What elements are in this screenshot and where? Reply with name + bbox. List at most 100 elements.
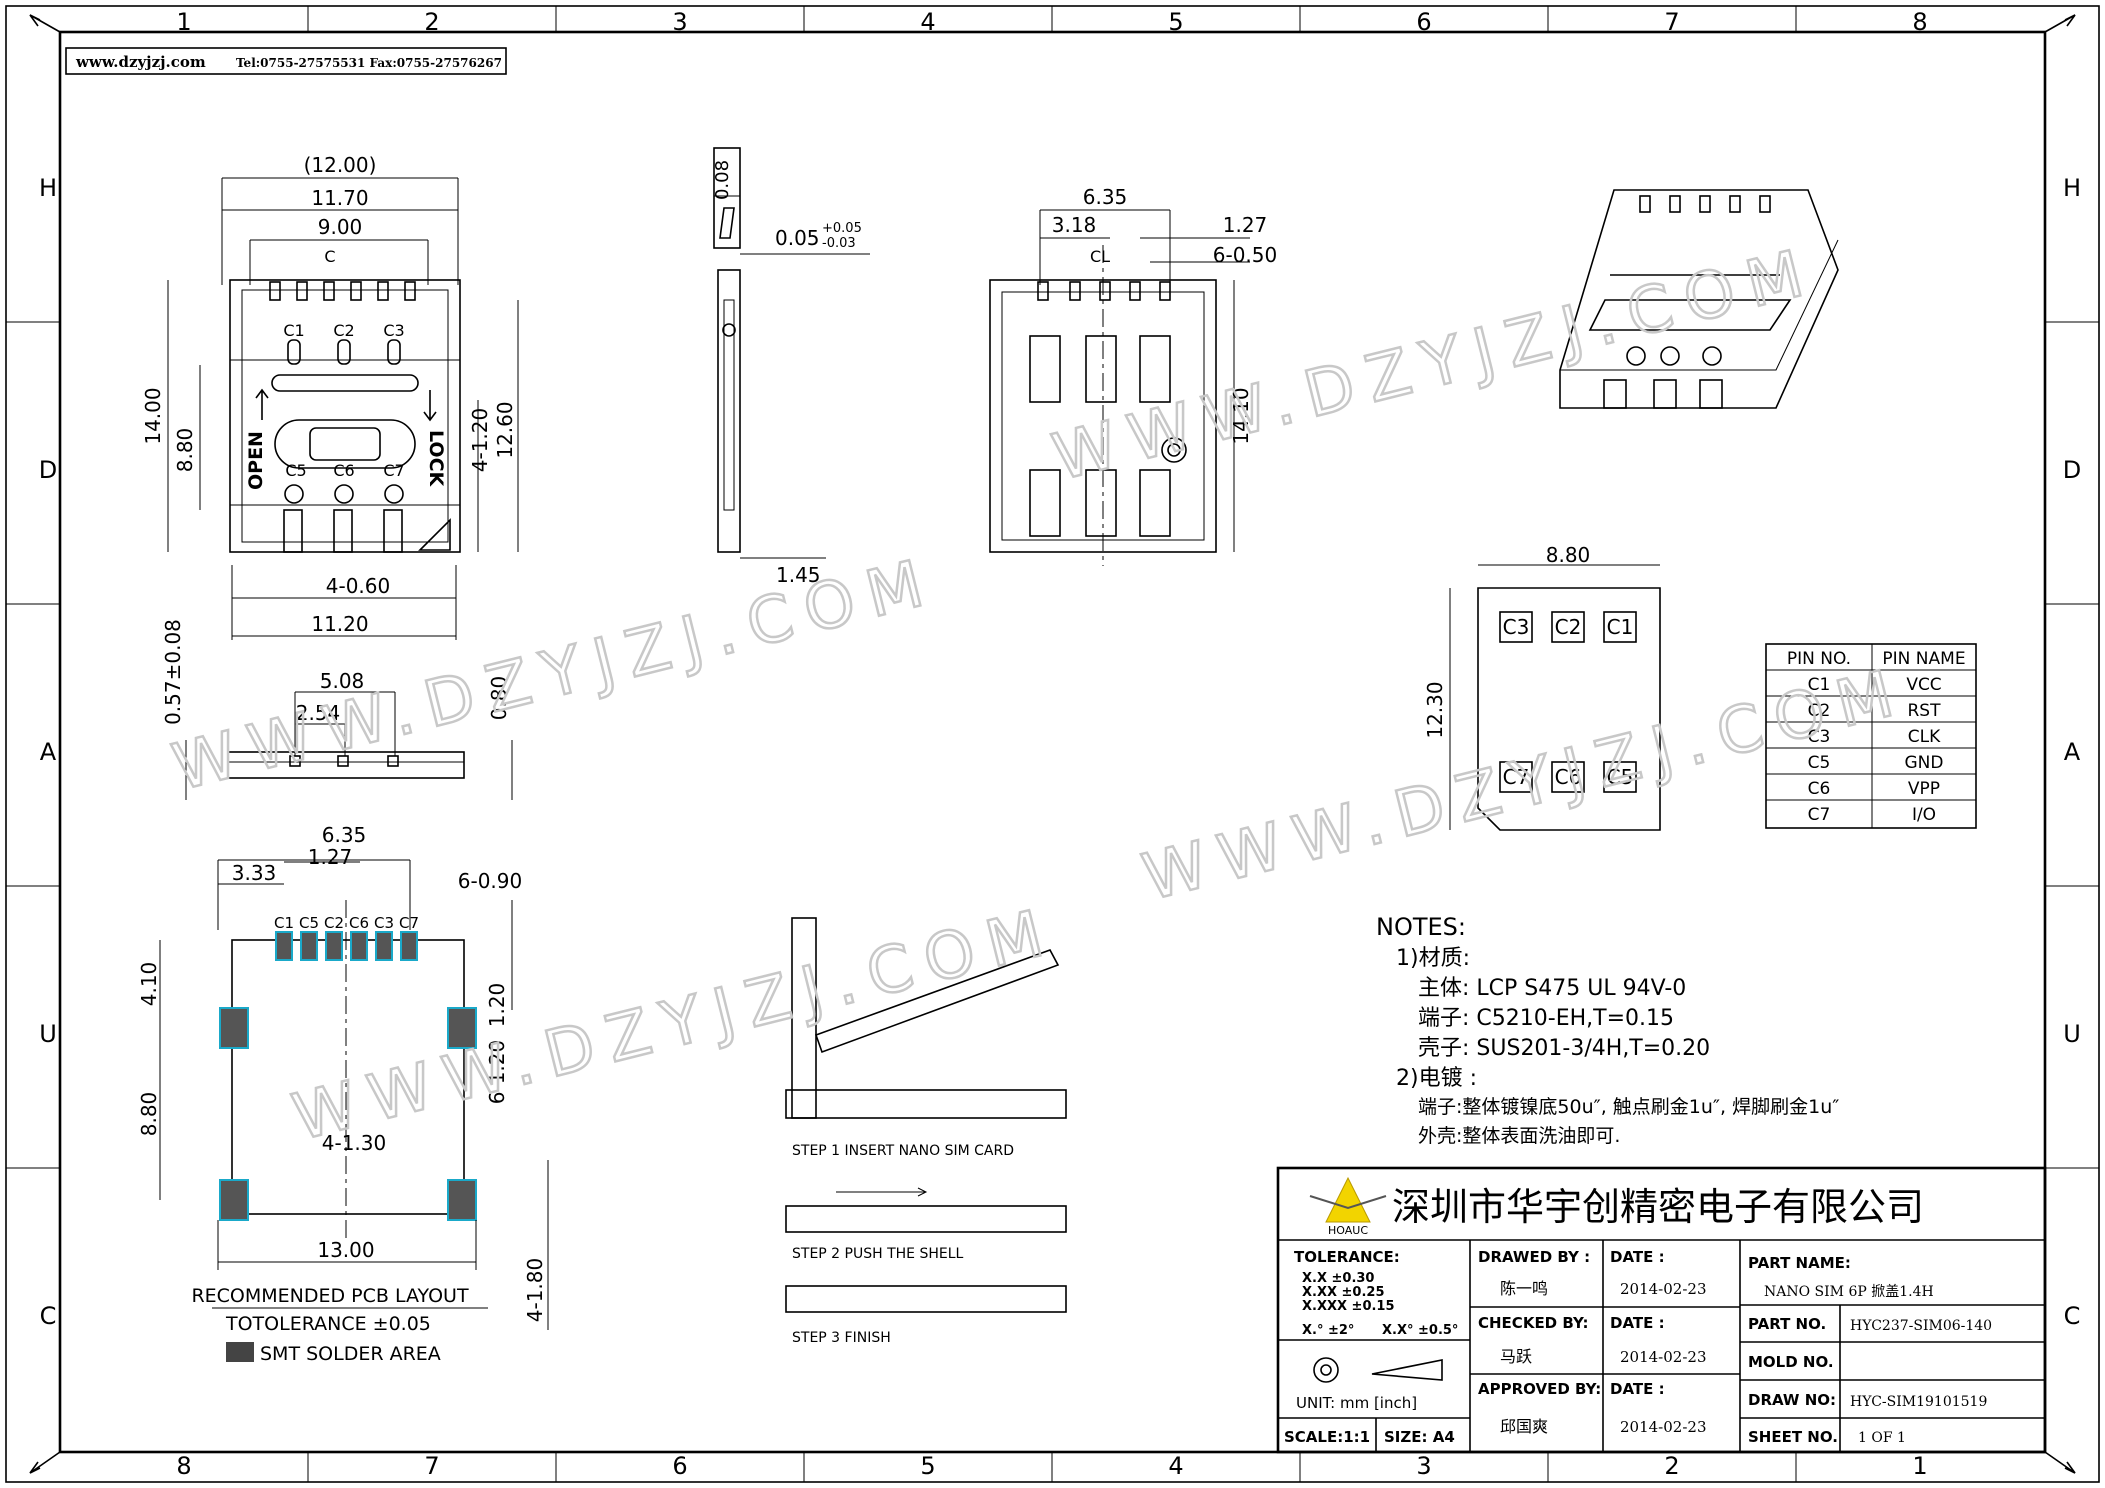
pad-label: C5	[299, 914, 319, 932]
dim-label: 6-0.50	[1213, 243, 1277, 267]
step-label: STEP 3 FINISH	[792, 1330, 891, 1346]
sim-pad: C7	[1503, 765, 1530, 789]
logo-icon	[1325, 1176, 1371, 1223]
col-label: 1	[176, 8, 191, 36]
col-label: 8	[1912, 8, 1927, 36]
bottom-view: 6.35 3.18 1.27 CL 6-0.50 14.10	[989, 185, 1277, 566]
col-label: 4	[920, 8, 935, 36]
zone-ticks	[6, 6, 2099, 1482]
pin-cell: C5	[1808, 753, 1831, 773]
row-label: D	[39, 456, 57, 484]
sim-pad: C1	[1607, 615, 1634, 639]
pin-header: PIN NO.	[1787, 649, 1851, 669]
pcb-title: RECOMMENDED PCB LAYOUT	[191, 1285, 469, 1307]
dim-label: 3.33	[232, 861, 277, 885]
dim-label: 4-0.60	[326, 574, 390, 598]
dim-label: 13.00	[317, 1238, 374, 1262]
draw-no-label: DRAW NO:	[1748, 1391, 1836, 1409]
dim-label: 1.27	[308, 845, 353, 869]
row-label: U	[2063, 1020, 2081, 1048]
front-view: 0.57±0.08 5.08 2.54 0.80	[161, 619, 513, 800]
dim-label: 0.57±0.08	[161, 619, 185, 725]
dim-label: 0.05	[775, 226, 820, 250]
pin-cell: C3	[1808, 727, 1831, 747]
date-label: DATE :	[1610, 1380, 1665, 1398]
corner-arrow-icon	[29, 14, 61, 33]
sim-pad: C6	[1555, 765, 1582, 789]
col-label: 7	[424, 1452, 439, 1480]
row-label: C	[2064, 1302, 2081, 1330]
note-line: 端子: C5210-EH,T=0.15	[1418, 1006, 1674, 1031]
header-box	[65, 47, 507, 75]
pin-cell: I/O	[1912, 805, 1936, 825]
row-label: H	[2063, 174, 2081, 202]
col-label: 8	[176, 1452, 191, 1480]
date-label: DATE :	[1610, 1248, 1665, 1266]
corner-arrow-icon	[2044, 1451, 2076, 1474]
pin-header: PIN NAME	[1882, 649, 1965, 669]
side-view: 0.08 0.05 +0.05 -0.03 1.45	[712, 147, 870, 587]
checked-by-label: CHECKED BY:	[1478, 1314, 1589, 1332]
approved-by: 邱国爽	[1500, 1417, 1548, 1436]
dim-label: 6-1.20	[485, 1040, 509, 1104]
pin-cell: GND	[1905, 753, 1944, 773]
dim-label: 5.08	[320, 669, 365, 693]
draw-no: HYC-SIM19101519	[1850, 1394, 1987, 1410]
angle-tolerance: X.° ±2°	[1302, 1323, 1354, 1338]
pin-table: PIN NO. PIN NAME C1 VCC C2 RST C3 CLK C5…	[1765, 643, 1977, 829]
projection-icon	[1313, 1357, 1339, 1383]
dim-label: 4-1.30	[322, 1131, 386, 1155]
pad-label: C1	[274, 914, 294, 932]
tolerance-value: X.XX ±0.25	[1302, 1285, 1385, 1300]
drawn-by: 陈一鸣	[1500, 1279, 1548, 1298]
note-line: 端子:整体镀镍底50u″, 触点刷金1u″, 焊脚刷金1u″	[1418, 1096, 1839, 1118]
size-label: SIZE: A4	[1384, 1428, 1455, 1446]
corner-arrow-icon	[29, 1451, 61, 1474]
row-label: D	[2063, 456, 2081, 484]
sim-pad: C2	[1555, 615, 1582, 639]
dim-label: 4.10	[137, 962, 161, 1007]
pin-cell: CLK	[1908, 727, 1941, 747]
dim-label: 8.80	[173, 428, 197, 473]
pin-cell: VCC	[1906, 675, 1941, 695]
unit-label: UNIT: mm [inch]	[1296, 1394, 1417, 1412]
dim-label: 14.10	[1229, 387, 1253, 444]
note-line: 外壳:整体表面洗油即可.	[1418, 1125, 1620, 1147]
sheet-no-label: SHEET NO.	[1748, 1428, 1838, 1446]
pad-label: C7	[399, 914, 419, 932]
dim-label: 6.35	[322, 823, 367, 847]
contact-label: Tel:0755-27575531 Fax:0755-27576267	[236, 56, 502, 70]
row-label: A	[40, 738, 57, 766]
dim-label: 9.00	[318, 215, 363, 239]
sim-pad: C5	[1607, 765, 1634, 789]
dim-label: 0.80	[487, 676, 511, 721]
open-label: OPEN	[245, 431, 267, 490]
date-value: 2014-02-23	[1620, 1418, 1706, 1436]
note-line: 主体: LCP S475 UL 94V-0	[1418, 976, 1686, 1001]
pad-label: C2	[324, 914, 344, 932]
col-label: 3	[1416, 1452, 1431, 1480]
col-label: 3	[672, 8, 687, 36]
row-label: C	[40, 1302, 57, 1330]
sim-card: C3 C2 C1 C7 C6 C5 8.80 12.30	[1423, 543, 1661, 831]
watermark-text: WWW.DZYJZJ.COM	[166, 544, 944, 805]
dim-label: 1.27	[1223, 213, 1268, 237]
row-label: A	[2064, 738, 2081, 766]
dim-label: 1.45	[776, 563, 821, 587]
mold-no-label: MOLD NO.	[1748, 1353, 1834, 1371]
dim-label: CL	[1090, 247, 1110, 266]
top-view: OPEN LOCK C1 C2 C3 C5 C6 C7 (12.00) 11.7…	[141, 153, 519, 640]
dim-label: 0.08	[712, 160, 733, 200]
dim-label: 1.20	[485, 983, 509, 1028]
note-line: 1)材质:	[1396, 946, 1470, 971]
dim-label: (12.00)	[304, 153, 377, 177]
col-label: 2	[1664, 1452, 1679, 1480]
dim-label: +0.05	[822, 221, 862, 236]
company-name: 深圳市华宇创精密电子有限公司	[1392, 1185, 1924, 1229]
pin-cell: C6	[1808, 779, 1831, 799]
contact-label: C5	[285, 461, 306, 480]
notes: NOTES: 1)材质: 主体: LCP S475 UL 94V-0 端子: C…	[1376, 913, 1839, 1147]
dim-label: 4-1.80	[523, 1258, 547, 1322]
sheet-no: 1 OF 1	[1858, 1430, 1906, 1446]
scale-label: SCALE:1:1	[1284, 1428, 1370, 1446]
